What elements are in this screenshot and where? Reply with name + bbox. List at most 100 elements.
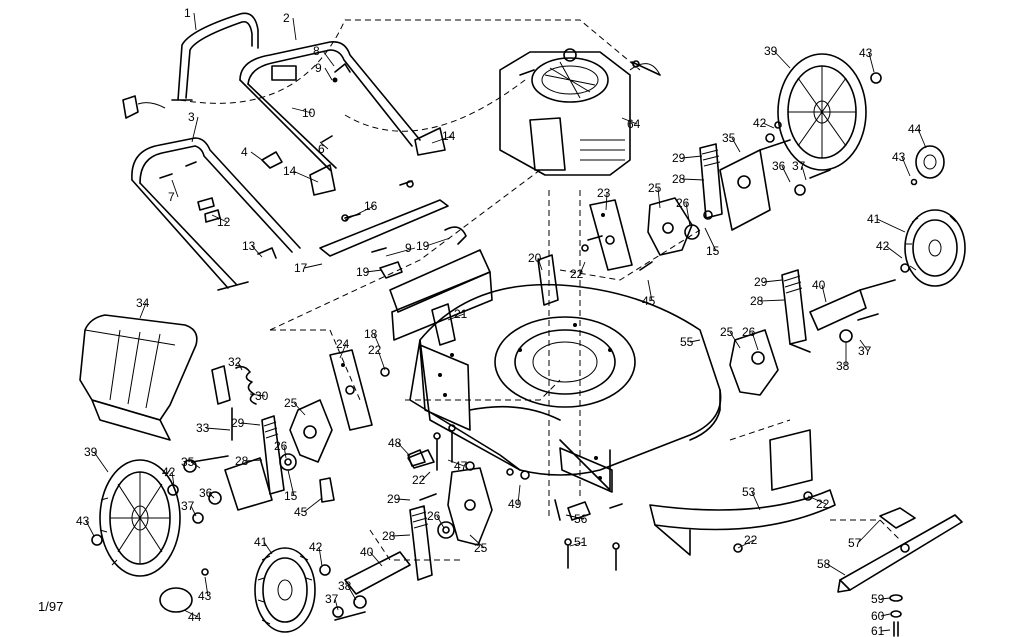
- assembly-line: [179, 19, 641, 104]
- leader-line: [880, 629, 891, 632]
- nut: [910, 178, 918, 186]
- leader-line: [287, 469, 295, 497]
- callout-57: 57: [848, 536, 862, 550]
- leader-line: [293, 402, 306, 416]
- callout-25: 25: [648, 181, 662, 195]
- leader-line: [139, 302, 147, 319]
- assembly-line: [344, 79, 526, 132]
- lower-handle: [131, 137, 301, 291]
- handle-bracket: [319, 180, 449, 257]
- leader-line: [369, 551, 383, 567]
- leader-line: [762, 122, 775, 129]
- hub-nut: [91, 534, 103, 546]
- leader-line: [240, 422, 261, 426]
- blade-bolt: [889, 594, 903, 637]
- leader-line: [344, 205, 375, 221]
- callout-22: 22: [570, 267, 584, 281]
- leader-line: [251, 245, 263, 258]
- callout-19: 19: [416, 239, 430, 253]
- leader-line: [391, 534, 411, 537]
- upper-handle: [171, 12, 259, 101]
- leader-line: [917, 128, 927, 149]
- leader-line: [249, 393, 266, 397]
- callout-22: 22: [412, 473, 426, 487]
- leader-line: [373, 333, 381, 349]
- callout-37: 37: [325, 592, 339, 606]
- callout-43: 43: [859, 46, 873, 60]
- callout-37: 37: [792, 159, 806, 173]
- callout-1: 1: [184, 6, 191, 20]
- leader-line: [880, 597, 891, 600]
- callout-39: 39: [764, 44, 778, 58]
- rear-baffle: [371, 226, 493, 341]
- leader-line: [469, 534, 485, 549]
- callout-60: 60: [871, 609, 885, 623]
- leader-line: [880, 613, 891, 617]
- callout-4: 4: [241, 145, 248, 159]
- callout-30: 30: [255, 389, 269, 403]
- callout-51: 51: [574, 535, 588, 549]
- callout-7: 7: [168, 190, 175, 204]
- leader-line: [425, 237, 451, 247]
- assembly-line: [369, 529, 460, 561]
- callout-32: 32: [228, 355, 242, 369]
- leader-line: [751, 491, 761, 511]
- leader-line: [729, 331, 741, 349]
- callout-22: 22: [368, 343, 382, 357]
- hub-washer: [167, 484, 179, 496]
- cable-clip: [122, 95, 166, 119]
- deck-bolts: [407, 424, 530, 480]
- callout-42: 42: [753, 116, 767, 130]
- callout-45: 45: [294, 505, 308, 519]
- callout-28: 28: [382, 529, 396, 543]
- leader-line: [569, 541, 585, 547]
- callout-12: 12: [217, 215, 231, 229]
- callout-2: 2: [283, 11, 290, 25]
- leader-line: [751, 331, 759, 351]
- callout-44: 44: [908, 122, 922, 136]
- callout-40: 40: [812, 278, 826, 292]
- leader-line: [859, 339, 869, 352]
- leader-line: [318, 546, 323, 567]
- leader-line: [339, 343, 347, 359]
- leader-line: [396, 498, 411, 501]
- callout-43: 43: [892, 150, 906, 164]
- callout-22: 22: [744, 533, 758, 547]
- leader-line: [821, 284, 827, 303]
- leader-line: [801, 165, 807, 181]
- callout-8: 8: [313, 44, 320, 58]
- leader-line: [193, 12, 197, 31]
- callout-29: 29: [387, 492, 401, 506]
- callout-43: 43: [76, 514, 90, 528]
- callout-35: 35: [181, 455, 195, 469]
- leader-line: [85, 520, 95, 537]
- front-wheel-right: [904, 209, 966, 287]
- callout-42: 42: [309, 540, 323, 554]
- leader-line: [689, 339, 701, 343]
- leader-line: [365, 269, 383, 273]
- callout-19: 19: [356, 265, 370, 279]
- callout-15: 15: [284, 489, 298, 503]
- leader-line: [191, 116, 199, 143]
- callout-3: 3: [188, 110, 195, 124]
- height-adjuster-right-rear: [639, 133, 831, 271]
- callout-49: 49: [508, 497, 522, 511]
- callout-26: 26: [676, 196, 690, 210]
- callout-36: 36: [772, 159, 786, 173]
- assembly-line: [270, 329, 361, 401]
- leader-line: [517, 484, 521, 505]
- callout-20: 20: [528, 251, 542, 265]
- leader-line: [292, 170, 319, 183]
- washer: [900, 263, 910, 273]
- blade-adapter: [879, 507, 916, 529]
- callout-42: 42: [162, 465, 176, 479]
- leader-line: [171, 179, 179, 198]
- handle-hardware: [159, 63, 351, 259]
- callout-64: 64: [627, 117, 641, 131]
- callout-15: 15: [706, 244, 720, 258]
- leader-line: [759, 299, 785, 302]
- callout-56: 56: [574, 512, 588, 526]
- callout-61: 61: [871, 624, 885, 637]
- callout-23: 23: [597, 186, 611, 200]
